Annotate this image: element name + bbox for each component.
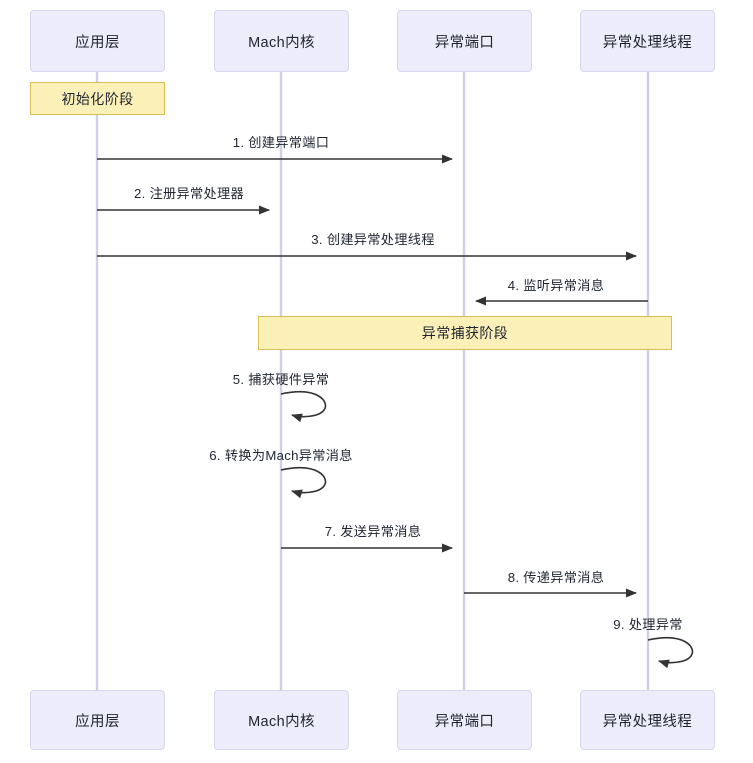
- note-exception-capture-phase-label: 异常捕获阶段: [421, 325, 509, 341]
- actor-header-thread[interactable]: 异常处理线程: [580, 10, 715, 72]
- actor-footer-mach[interactable]: Mach内核: [214, 690, 349, 750]
- actor-header-port[interactable]: 异常端口: [397, 10, 532, 72]
- actor-footer-port-label: 异常端口: [434, 713, 495, 730]
- note-exception-capture-phase: 异常捕获阶段: [258, 316, 672, 350]
- actor-header-mach[interactable]: Mach内核: [214, 10, 349, 72]
- message-label-6: 6. 转换为Mach异常消息: [209, 448, 353, 463]
- actor-header-port-label: 异常端口: [434, 34, 495, 51]
- actor-header-thread-label: 异常处理线程: [602, 34, 693, 51]
- actor-footer-port[interactable]: 异常端口: [397, 690, 532, 750]
- actor-footer-thread-label: 异常处理线程: [602, 713, 693, 730]
- message-label-9: 9. 处理异常: [613, 617, 683, 632]
- actor-header-app[interactable]: 应用层: [30, 10, 165, 72]
- message-label-7: 7. 发送异常消息: [324, 524, 422, 539]
- actor-footer-thread[interactable]: 异常处理线程: [580, 690, 715, 750]
- note-initialization-phase-label: 初始化阶段: [61, 90, 134, 107]
- note-initialization-phase: 初始化阶段: [30, 82, 165, 115]
- actor-header-app-label: 应用层: [75, 34, 120, 51]
- message-self-loop-9: [647, 637, 694, 669]
- message-label-4: 4. 监听异常消息: [507, 278, 605, 293]
- actor-header-mach-label: Mach内核: [248, 34, 315, 51]
- message-self-loop-5: [280, 391, 327, 423]
- message-self-loop-6: [280, 467, 327, 499]
- message-label-8: 8. 传递异常消息: [507, 570, 605, 585]
- actor-footer-mach-label: Mach内核: [248, 713, 315, 730]
- message-label-1: 1. 创建异常端口: [232, 135, 330, 150]
- message-label-2: 2. 注册异常处理器: [134, 186, 244, 201]
- actor-footer-app-label: 应用层: [75, 713, 120, 730]
- actor-footer-app[interactable]: 应用层: [30, 690, 165, 750]
- message-label-5: 5. 捕获硬件异常: [232, 372, 330, 387]
- lifelines: [95, 72, 650, 690]
- message-label-3: 3. 创建异常处理线程: [311, 232, 435, 247]
